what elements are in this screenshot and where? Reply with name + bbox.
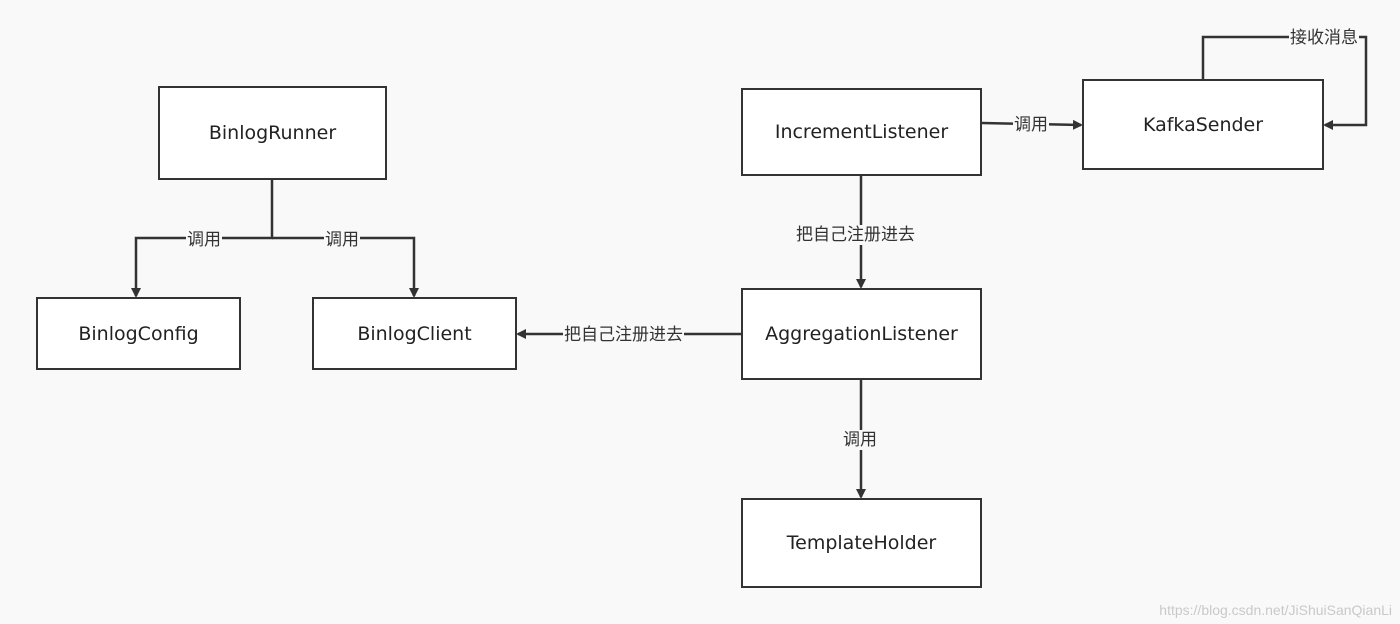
node-template-holder-label: TemplateHolder xyxy=(786,532,937,554)
node-binlog-client-label: BinlogClient xyxy=(357,322,472,345)
edge-kafka-self-loop xyxy=(1201,35,1368,130)
node-binlog-runner-label: BinlogRunner xyxy=(208,122,337,144)
node-increment-listener[interactable]: IncrementListener xyxy=(741,88,982,176)
edge-runner-to-client xyxy=(272,236,419,298)
edge-label-increment-to-aggregation: 把自己注册进去 xyxy=(795,225,916,245)
node-template-holder[interactable]: TemplateHolder xyxy=(741,498,982,588)
node-increment-listener-label: IncrementListener xyxy=(774,121,949,143)
node-binlog-config-label: BinlogConfig xyxy=(78,322,199,345)
node-kafka-sender-label: KafkaSender xyxy=(1142,113,1264,136)
edge-label-aggregation-to-template: 调用 xyxy=(842,430,878,450)
node-kafka-sender[interactable]: KafkaSender xyxy=(1082,79,1324,170)
edge-label-kafka-self-loop: 接收消息 xyxy=(1289,28,1359,48)
node-aggregation-listener[interactable]: AggregationListener xyxy=(741,288,982,380)
edge-label-aggregation-to-client: 把自己注册进去 xyxy=(563,325,684,345)
edge-label-runner-to-config: 调用 xyxy=(186,230,222,250)
node-binlog-runner[interactable]: BinlogRunner xyxy=(158,86,387,180)
node-binlog-client[interactable]: BinlogClient xyxy=(312,297,517,370)
node-aggregation-listener-label: AggregationListener xyxy=(765,323,958,345)
watermark-text: https://blog.csdn.net/JiShuiSanQianLi xyxy=(1159,602,1392,618)
edge-label-increment-to-kafka: 调用 xyxy=(1013,115,1049,135)
node-binlog-config[interactable]: BinlogConfig xyxy=(36,297,241,370)
edge-label-runner-to-client: 调用 xyxy=(324,230,360,250)
